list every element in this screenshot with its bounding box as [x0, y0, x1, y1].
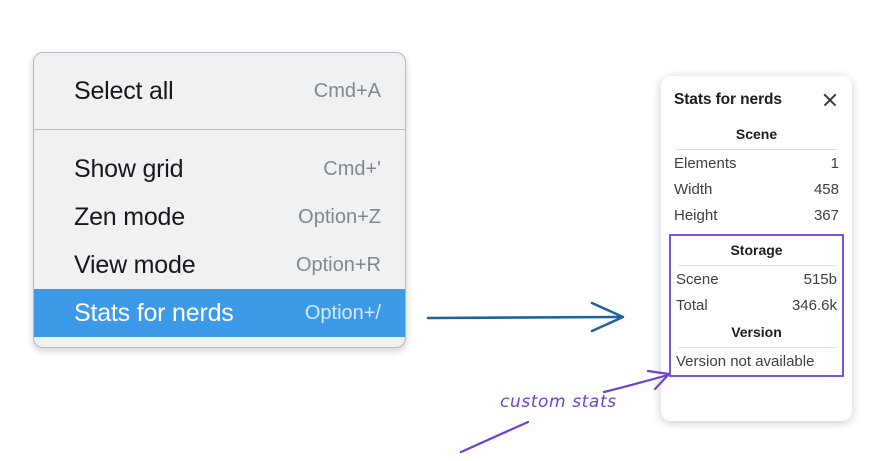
section-rule [678, 347, 835, 348]
menu-divider [34, 129, 405, 130]
stats-panel-title: Stats for nerds [674, 91, 782, 108]
version-note: Version not available [676, 353, 815, 370]
stat-key: Width [674, 180, 713, 198]
menu-item-label: Select all [74, 76, 174, 105]
menu-item-shortcut: Option+Z [298, 205, 381, 228]
stat-value: 346.6k [791, 296, 837, 314]
stats-section-version: Version Version not available [676, 318, 837, 370]
menu-item-shortcut: Cmd+A [313, 79, 381, 102]
custom-stats-highlight-box: Storage Scene 515b Total 346.6k Version … [669, 234, 844, 377]
stats-section-storage: Storage Scene 515b Total 346.6k [676, 236, 837, 318]
stat-row: Height 367 [674, 202, 839, 228]
stat-row: Total 346.6k [676, 292, 837, 318]
stats-panel-header: Stats for nerds [674, 76, 839, 120]
menu-item-zen-mode[interactable]: Zen mode Option+Z [34, 193, 405, 241]
section-rule [678, 265, 835, 266]
purple-underline-stroke [459, 420, 530, 454]
stat-value: 1 [830, 154, 839, 172]
menu-item-show-grid[interactable]: Show grid Cmd+' [34, 145, 405, 193]
menu-item-shortcut: Option+/ [304, 301, 381, 324]
close-icon[interactable] [821, 91, 839, 109]
stat-value: 458 [813, 180, 839, 198]
purple-arrow [602, 369, 671, 394]
stat-value: 515b [803, 270, 837, 288]
menu-item-label: View mode [74, 250, 196, 279]
section-title: Version [731, 324, 782, 340]
menu-item-label: Stats for nerds [74, 298, 234, 327]
stats-section-scene: Scene Elements 1 Width 458 Height 367 [674, 120, 839, 228]
menu-group-1: Select all Cmd+A [34, 53, 405, 129]
stat-row: Elements 1 [674, 150, 839, 176]
section-title: Scene [735, 126, 778, 142]
section-title: Storage [730, 242, 783, 258]
stat-row: Scene 515b [676, 266, 837, 292]
blue-arrow [426, 301, 625, 333]
stats-for-nerds-panel: Stats for nerds Scene Elements 1 Width 4… [661, 76, 852, 421]
section-rule [676, 149, 837, 150]
menu-item-select-all[interactable]: Select all Cmd+A [34, 67, 405, 115]
menu-item-stats-for-nerds[interactable]: Stats for nerds Option+/ [34, 289, 405, 337]
stat-key: Elements [674, 154, 737, 172]
stat-key: Height [674, 206, 718, 224]
menu-item-shortcut: Cmd+' [323, 157, 381, 180]
stat-key: Total [676, 296, 708, 314]
stat-key: Scene [676, 270, 719, 288]
handwritten-note: custom stats [500, 392, 617, 412]
menu-item-label: Show grid [74, 154, 184, 183]
stat-row: Width 458 [674, 176, 839, 202]
menu-item-shortcut: Option+R [295, 253, 381, 276]
stat-value: 367 [813, 206, 839, 224]
menu-group-2: Show grid Cmd+' Zen mode Option+Z View m… [34, 130, 405, 347]
menu-item-label: Zen mode [74, 202, 185, 231]
menu-item-view-mode[interactable]: View mode Option+R [34, 241, 405, 289]
context-menu[interactable]: Select all Cmd+A Show grid Cmd+' Zen mod… [33, 52, 406, 348]
